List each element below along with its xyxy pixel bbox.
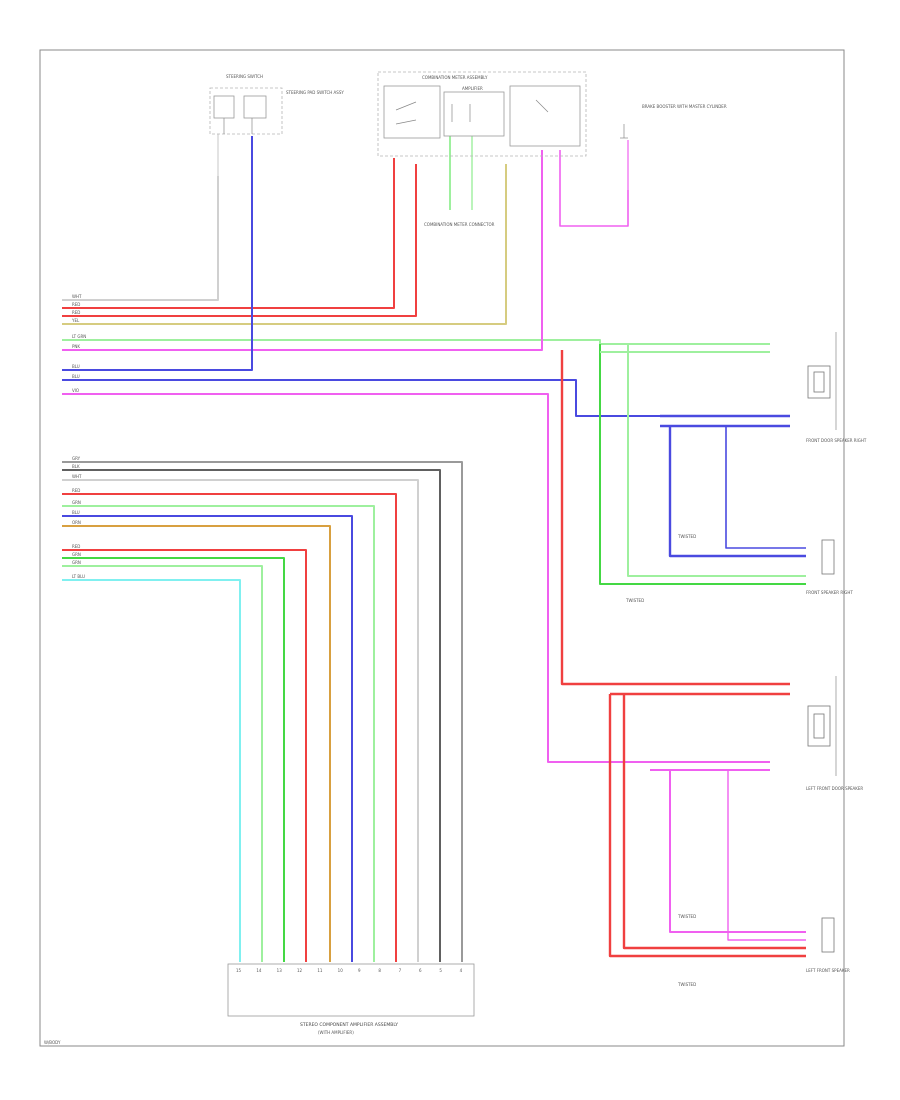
stereo-pin: 9 [358, 968, 361, 973]
brake-booster-wire [559, 150, 629, 227]
wire-lower-1 [62, 461, 463, 962]
front-door-speaker-right-label: FRONT DOOR SPEAKER RIGHT [806, 438, 867, 443]
wire-lower-6 [62, 515, 353, 962]
wire-lower-label: LT BLU [72, 574, 85, 579]
combination-meter-amplifier: AMPLIFIER [462, 86, 483, 91]
twisted-label-2: TWISTED [625, 598, 644, 603]
wire-lower-4 [62, 493, 397, 962]
wire-upper-8 [62, 379, 790, 417]
rf-speaker-green-1 [599, 344, 806, 585]
wire-upper-3 [62, 164, 417, 317]
stereo-pin: 14 [256, 968, 262, 973]
stereo-pin: 7 [399, 968, 402, 973]
wire-lower-label: WHT [72, 474, 82, 479]
lf-speaker-pink-2 [727, 770, 806, 941]
meter-connector-label: COMBINATION METER CONNECTOR [424, 222, 495, 227]
lf-speaker-pink-1 [669, 770, 806, 933]
wire-upper-label: PNK [72, 344, 80, 349]
wire-upper-2 [62, 164, 395, 309]
front-speaker-right-label: FRONT SPEAKER RIGHT [806, 590, 853, 595]
wire-upper-label: YEL [71, 318, 80, 323]
twisted-label-3: TWISTED [677, 914, 696, 919]
stereo-pin: 15 [236, 968, 242, 973]
rf-speaker-green-2 [627, 344, 806, 577]
wire-lower-2 [62, 469, 441, 962]
wire-lower-label: RED [72, 488, 80, 493]
front-door-speaker-right: FRONT DOOR SPEAKER RIGHT [806, 332, 867, 443]
left-front-door-speaker-label: LEFT FRONT DOOR SPEAKER [806, 786, 863, 791]
brake-booster-label: BRAKE BOOSTER WITH MASTER CYLINDER [642, 104, 727, 109]
combination-meter: COMBINATION METER ASSEMBLY AMPLIFIER COM… [377, 71, 587, 227]
stereo-component-sub: (WITH AMPLIFIER) [318, 1030, 354, 1035]
combination-meter-title: COMBINATION METER ASSEMBLY [422, 75, 488, 80]
wire-lower-10 [62, 565, 263, 962]
wire-upper-label: WHT [72, 294, 82, 299]
twisted-label-1: TWISTED [677, 534, 696, 539]
wire-lower-label: RED [72, 544, 80, 549]
stereo-pin: 11 [317, 968, 323, 973]
wire-lower-8 [62, 549, 307, 962]
left-front-speaker: LEFT FRONT SPEAKER [806, 917, 850, 973]
stereo-pin: 10 [338, 968, 344, 973]
stereo-pin-row: 15 14 13 12 11 10 9 8 7 6 5 4 [236, 968, 463, 973]
stereo-pin: 12 [297, 968, 303, 973]
wire-upper-5 [62, 339, 770, 345]
wire-upper-1 [62, 176, 219, 301]
wire-lower-9 [62, 557, 285, 962]
stereo-component-label: STEREO COMPONENT AMPLIFIER ASSEMBLY [300, 1022, 398, 1028]
brake-booster: BRAKE BOOSTER WITH MASTER CYLINDER [620, 104, 727, 139]
stereo-pin: 8 [378, 968, 381, 973]
rf-speaker-blue-2 [725, 426, 806, 549]
wire-upper-label: BLU [72, 364, 80, 369]
front-speaker-right: FRONT SPEAKER RIGHT [806, 539, 853, 595]
stereo-component-amplifier: 15 14 13 12 11 10 9 8 7 6 5 4 STEREO COMPONENT AMPL… [227, 963, 475, 1035]
wire-lower-label: GRN [72, 552, 81, 557]
wire-lower-label: GRY [72, 456, 81, 461]
wire-layer [62, 134, 806, 962]
left-front-speaker-label: LEFT FRONT SPEAKER [806, 968, 850, 973]
rf-speaker-blue-1 [668, 426, 806, 558]
lf-door-red-1 [560, 350, 790, 686]
wire-lower-label: GRN [72, 560, 81, 565]
wire-upper-label: RED [72, 310, 80, 315]
diagram-border [39, 49, 845, 1047]
wire-upper-label: RED [72, 302, 80, 307]
wire-lower-3 [62, 479, 419, 962]
wire-upper-4 [62, 164, 507, 325]
steering-switch: STEERING SWITCH STEERING PAD SWITCH ASSY [209, 74, 344, 135]
stereo-pin: 6 [419, 968, 422, 973]
lf-speaker-red-1 [608, 694, 806, 958]
wire-lower-11 [62, 579, 241, 962]
stereo-pin: 13 [277, 968, 283, 973]
steering-switch-note: STEERING PAD SWITCH ASSY [286, 90, 344, 95]
wire-lower-label: BLU [72, 510, 80, 515]
wire-upper-9 [62, 393, 770, 763]
wire-upper-label: BLU [72, 374, 80, 379]
footer-label: W/BODY [44, 1040, 61, 1045]
left-front-door-speaker: LEFT FRONT DOOR SPEAKER [806, 676, 863, 791]
wire-upper-label: LT GRN [72, 334, 86, 339]
wire-upper-7 [62, 136, 253, 371]
wire-upper-label: VIO [72, 388, 79, 393]
stereo-pin: 5 [439, 968, 442, 973]
steering-switch-header: STEERING SWITCH [226, 74, 263, 79]
wire-upper-6 [62, 164, 543, 351]
stereo-pin: 4 [460, 968, 463, 973]
wire-lower-label: GRN [72, 500, 81, 505]
wire-lower-label: ORN [72, 520, 81, 525]
wire-lower-5 [62, 505, 375, 962]
wire-lower-label: BLK [72, 464, 80, 469]
twisted-label-4: TWISTED [677, 982, 696, 987]
lf-speaker-red-2 [622, 694, 806, 950]
wire-lower-7 [62, 525, 331, 962]
